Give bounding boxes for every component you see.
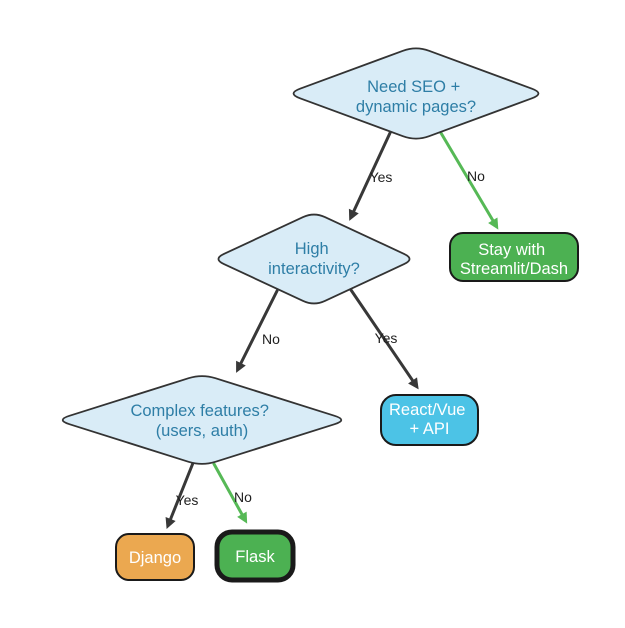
result-label: React/Vue + API	[389, 401, 470, 438]
result-box	[380, 394, 479, 446]
decision-complex-features: Complex features? (users, auth)	[61, 375, 343, 465]
edge-interactivity-no	[236, 289, 279, 373]
result-label: Flask	[235, 548, 275, 566]
decision-seo-dynamic-pages: Need SEO + dynamic pages?	[292, 47, 540, 140]
result-django: Django	[115, 533, 195, 581]
decision-diamond	[292, 47, 540, 140]
decision-diamond	[61, 375, 343, 465]
result-flask: Flask	[214, 529, 296, 583]
result-react-vue-api: React/Vue + API	[380, 394, 479, 446]
edge-seo-no	[439, 131, 499, 230]
result-box	[115, 533, 195, 581]
edge-label-yes: Yes	[370, 169, 393, 185]
edge-label-no: No	[234, 489, 252, 505]
decision-label: Complex features? (users, auth)	[130, 402, 273, 440]
result-streamlit-dash: Stay with Streamlit/Dash	[449, 232, 579, 282]
edge-interactivity-yes	[349, 288, 419, 390]
result-box	[449, 232, 579, 282]
result-label: Stay with Streamlit/Dash	[460, 241, 568, 278]
result-box	[214, 529, 296, 583]
edge-label-yes: Yes	[176, 492, 199, 508]
edge-label-no: No	[262, 331, 280, 347]
edge-label-no: No	[467, 168, 485, 184]
decision-diamond	[217, 213, 411, 305]
edges	[165, 131, 499, 530]
decision-high-interactivity: High interactivity?	[217, 213, 411, 305]
result-label: Django	[129, 549, 181, 567]
edge-label-yes: Yes	[375, 330, 398, 346]
edge-complex-yes	[165, 461, 195, 530]
edge-complex-no	[212, 462, 248, 524]
decision-label: Need SEO + dynamic pages?	[356, 78, 476, 116]
edge-labels: Yes No No Yes Yes No	[176, 168, 486, 508]
decision-label: High interactivity?	[268, 240, 360, 278]
edge-seo-yes	[348, 131, 392, 221]
